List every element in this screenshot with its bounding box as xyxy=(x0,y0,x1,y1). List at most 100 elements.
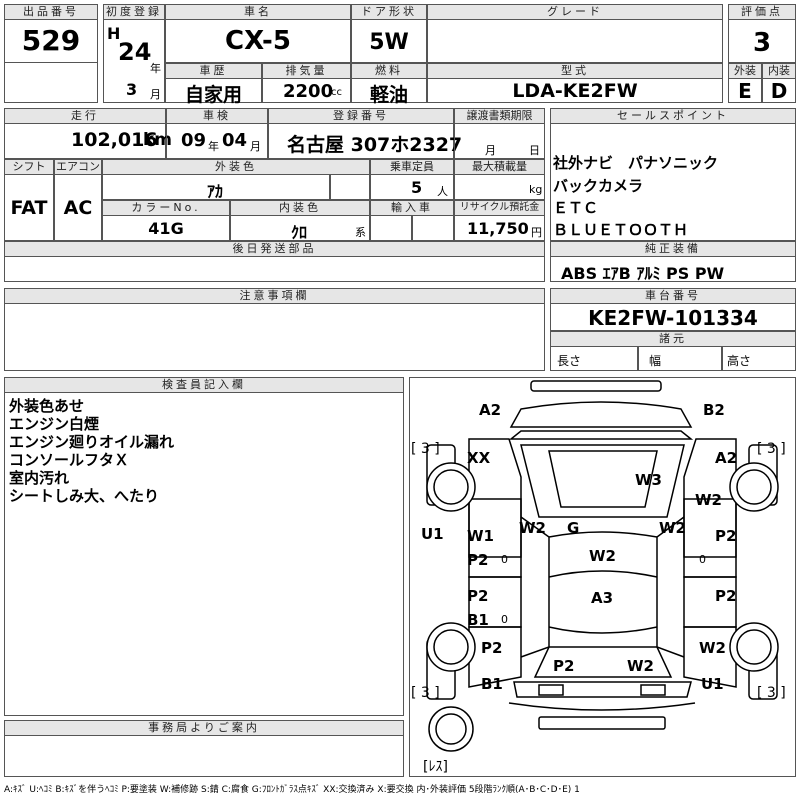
damage-mark: U1 xyxy=(701,675,724,693)
damage-mark: 0 xyxy=(501,613,508,626)
first-reg-label: 初度登録 xyxy=(103,4,165,20)
damage-mark: W2 xyxy=(695,491,722,509)
damage-mark: B2 xyxy=(703,401,725,419)
displacement-cell: 2200 cc xyxy=(262,78,351,103)
damage-mark: W2 xyxy=(589,547,616,565)
color: ｱｶ xyxy=(207,182,224,201)
recycle: 11,750 xyxy=(467,219,529,238)
damage-mark: 0 xyxy=(699,553,706,566)
history-label: 車歴 xyxy=(165,63,262,79)
aircon: AC xyxy=(63,197,93,219)
damage-mark: P2 xyxy=(467,587,488,605)
aircon-cell: AC xyxy=(54,174,102,241)
sales-line: ＥＴＣ xyxy=(553,199,599,217)
interior-label: 内装 xyxy=(762,63,796,79)
length-cell: 長さ xyxy=(550,346,638,371)
exterior-cell: E xyxy=(728,78,762,103)
grade-cell xyxy=(427,19,723,63)
height-cell: 高さ xyxy=(722,346,796,371)
equipment-label: 純正装備 xyxy=(550,241,796,257)
capacity-label: 乗車定員 xyxy=(370,159,454,175)
displacement-label: 排気量 xyxy=(262,63,351,79)
int-color-cell: ｸﾛ 系 xyxy=(230,215,370,242)
load-label: 最大積載量 xyxy=(454,159,545,175)
inspection-label: 車検 xyxy=(166,108,268,124)
office-label: 事務局よりご案内 xyxy=(4,720,404,736)
chassis-number: KE2FW-101334 xyxy=(588,306,758,330)
tire-depth-rr: [ 3 ] xyxy=(757,685,786,701)
reg-year: 24 xyxy=(118,38,152,66)
shift: FAT xyxy=(10,197,48,219)
car-diagram-frame xyxy=(409,377,796,777)
model-label: 型式 xyxy=(427,63,723,79)
transfer-label: 譲渡書類期限 xyxy=(454,108,545,124)
exterior-grade: E xyxy=(738,79,752,103)
inspector-cell: 外装色あせ エンジン白煙 エンジン廻りオイル漏れ コンソールフタＸ 室内汚れ シ… xyxy=(4,392,404,716)
damage-mark: U1 xyxy=(421,525,444,543)
inspector-line: 室内汚れ xyxy=(9,469,70,487)
plate-number: 名古屋 307ホ2327 xyxy=(287,134,463,156)
car-name-label: 車名 xyxy=(165,4,351,20)
damage-mark: XX xyxy=(467,449,491,467)
score: 3 xyxy=(752,28,772,58)
equipment-cell: ABS ｴｱB ｱﾙﾐ PS PW xyxy=(550,256,796,283)
import-cell-b xyxy=(412,215,454,241)
damage-mark: P2 xyxy=(467,551,488,569)
mileage-cell: 102,016 km xyxy=(4,123,172,159)
damage-mark: B1 xyxy=(467,611,489,629)
damage-mark: B1 xyxy=(481,675,503,693)
lot-number: 529 xyxy=(21,24,81,57)
sales-cell: 社外ナビ パナソニック バックカメラ ＥＴＣ ＢＬＵＥＴＯＯＴＨ xyxy=(550,123,796,241)
import-label: 輸入車 xyxy=(370,200,454,216)
height-label: 高さ xyxy=(727,354,752,368)
recycle-cell: 11,750 円 xyxy=(454,215,545,241)
color-label: 外装色 xyxy=(102,159,370,175)
damage-mark: W2 xyxy=(627,657,654,675)
mileage-unit: km xyxy=(143,130,173,150)
insp-year-unit: 年 xyxy=(208,140,219,153)
damage-mark: W2 xyxy=(519,519,546,537)
inspection-cell: 09 年 04 月 xyxy=(166,123,268,159)
inspection-year: 09 xyxy=(181,130,207,151)
interior-cell: D xyxy=(762,78,796,103)
sales-line: ＢＬＵＥＴＯＯＴＨ xyxy=(553,221,689,239)
tire-depth-rl: [ 3 ] xyxy=(411,685,440,701)
displacement: 2200 xyxy=(283,81,334,102)
damage-mark: 0 xyxy=(501,553,508,566)
color-no-cell: 41G xyxy=(102,215,230,241)
chassis-label: 車台番号 xyxy=(550,288,796,304)
car-diagram: A2 B2 XX A2 W3 W2 U1 W1 W2 G W2 P2 P2 0 … xyxy=(411,380,786,775)
history-cell: 自家用 xyxy=(165,78,262,106)
capacity-unit: 人 xyxy=(437,185,448,198)
damage-mark: A2 xyxy=(479,401,501,419)
era: H xyxy=(107,24,121,43)
fuel: 軽油 xyxy=(369,84,408,106)
sales-label: セールスポイント xyxy=(550,108,796,124)
color-no: 41G xyxy=(148,219,184,238)
recycle-unit: 円 xyxy=(531,226,542,239)
shift-label: シフト xyxy=(4,159,54,175)
car-name-cell: CX-5 xyxy=(165,19,351,63)
damage-mark: A3 xyxy=(591,589,613,607)
int-color: ｸﾛ xyxy=(291,223,308,242)
legend: A:ｷｽﾞ U:ﾍｺﾐ B:ｷｽﾞを伴うﾍｺﾐ P:要塗装 W:補修跡 S:錆 … xyxy=(4,785,580,795)
inspection-month: 04 xyxy=(222,130,248,151)
dims-label: 諸元 xyxy=(550,331,796,347)
mileage: 102,016 xyxy=(71,129,158,151)
model-cell: LDA-KE2FW xyxy=(427,78,723,103)
score-cell: 3 xyxy=(728,19,796,63)
load-unit: kg xyxy=(529,183,543,196)
plate-cell: 名古屋 307ホ2327 xyxy=(268,123,462,159)
tire-depth-fr: [ 3 ] xyxy=(757,441,786,457)
history: 自家用 xyxy=(184,84,242,106)
first-reg-cell: H 24 年 3 月 xyxy=(103,19,165,103)
width-label: 幅 xyxy=(649,354,662,368)
sales-line: バックカメラ xyxy=(553,177,644,195)
mileage-label: 走行 xyxy=(4,108,166,124)
notes-cell xyxy=(4,303,545,371)
notes-label: 注意事項欄 xyxy=(4,288,545,304)
grade-label: グレード xyxy=(427,4,723,20)
year-unit: 年 xyxy=(150,62,161,75)
color-no-label: カラーNo. xyxy=(102,200,230,216)
car-name: CX-5 xyxy=(225,26,291,56)
